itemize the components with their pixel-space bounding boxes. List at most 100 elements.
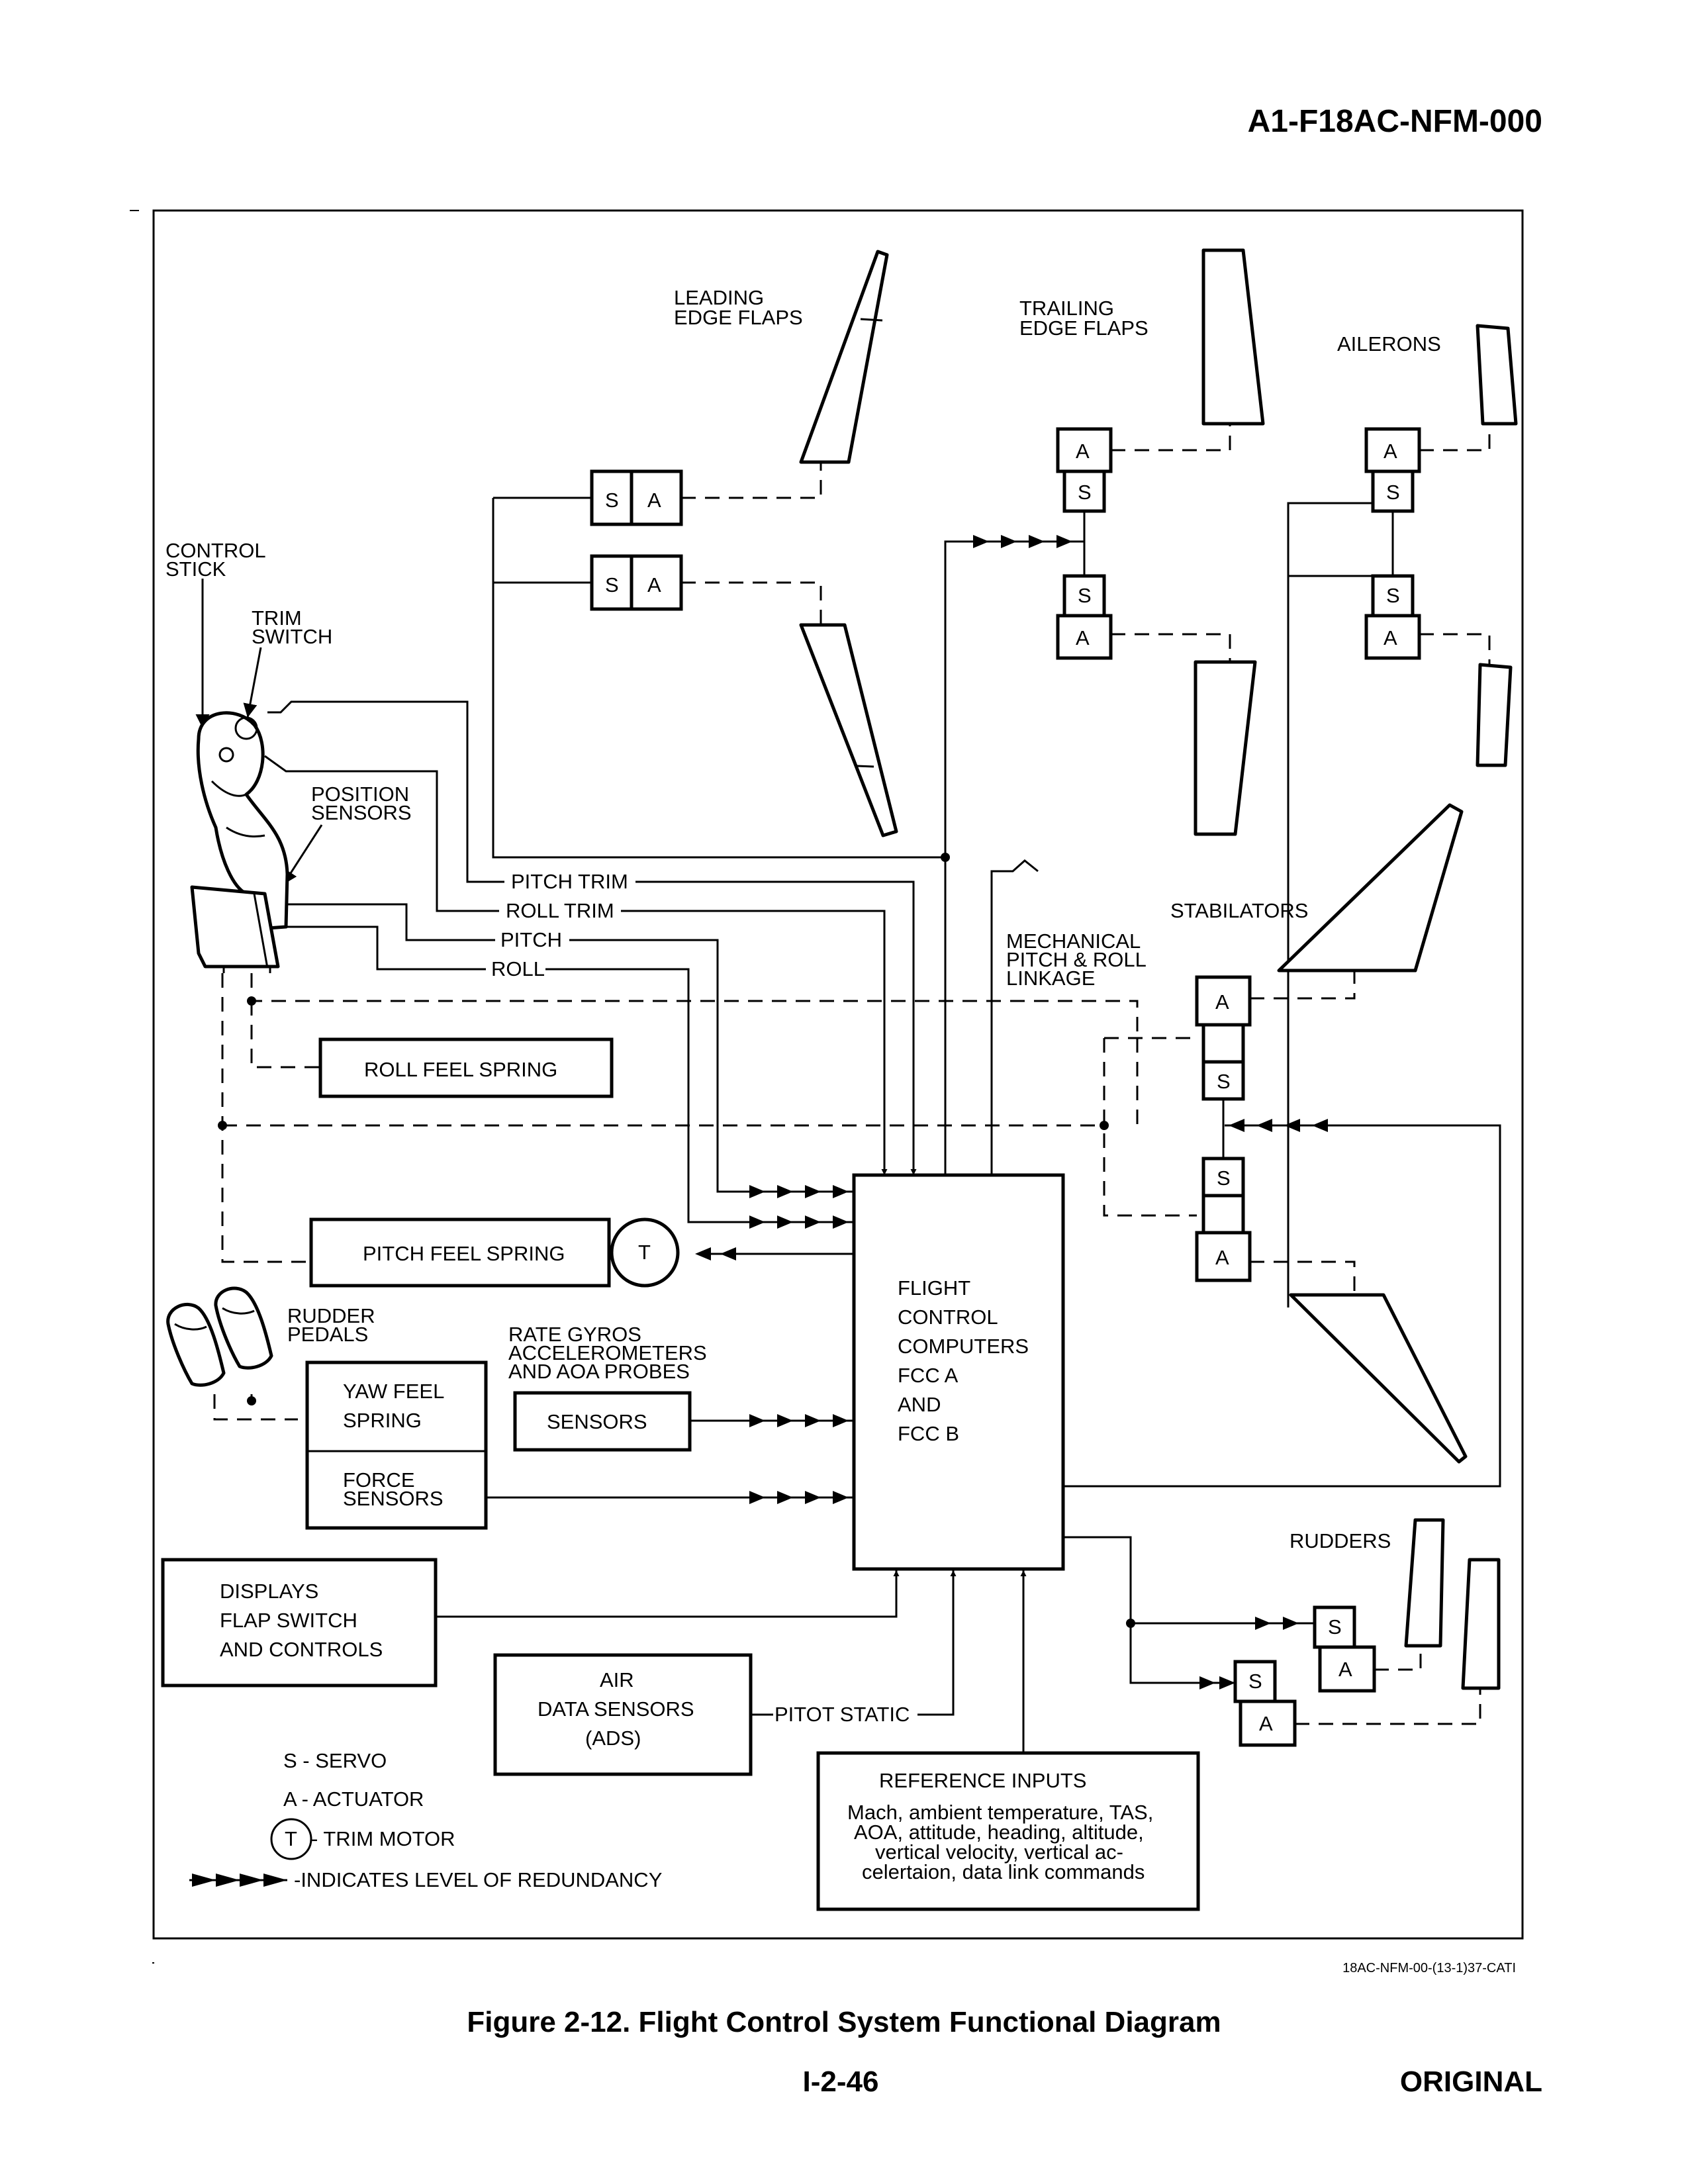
control-stick: CONTROL STICK TRIM SWITCH POSITION SENSO… <box>165 539 412 973</box>
svg-text:S: S <box>1328 1615 1342 1638</box>
revision-status: ORIGINAL <box>1399 2065 1542 2098</box>
air-data-sensors: AIR DATA SENSORS (ADS) <box>493 1653 753 1776</box>
flight-control-computers: FLIGHT CONTROL COMPUTERS FCC A AND FCC B <box>852 1173 1065 1571</box>
svg-text:SWITCH: SWITCH <box>252 625 332 648</box>
svg-text:REFERENCE INPUTS: REFERENCE INPUTS <box>879 1769 1086 1792</box>
svg-text:S: S <box>1386 481 1400 504</box>
svg-text:FLIGHT: FLIGHT <box>898 1276 970 1300</box>
svg-text:A: A <box>1215 1246 1229 1269</box>
svg-text:PEDALS: PEDALS <box>287 1323 368 1346</box>
rudder-pedals: RUDDER PEDALS <box>166 1286 375 1421</box>
yaw-feel-spring: YAW FEEL SPRING FORCE SENSORS <box>305 1360 488 1530</box>
reference-inputs: REFERENCE INPUTS Mach, ambient temperatu… <box>816 1751 1200 1911</box>
svg-text:YAW FEEL: YAW FEEL <box>343 1380 444 1403</box>
svg-text:DISPLAYS: DISPLAYS <box>220 1580 318 1603</box>
svg-text:SENSORS: SENSORS <box>311 801 412 824</box>
pitch-feel-spring: PITCH FEEL SPRING <box>309 1217 611 1288</box>
rate-gyro-sensors: RATE GYROS ACCELEROMETERS AND AOA PROBES… <box>508 1323 707 1452</box>
svg-text:FCC A: FCC A <box>898 1364 959 1387</box>
page-number: I-2-46 <box>802 2065 879 2098</box>
ailerons: AILERONS <box>1337 324 1518 767</box>
leading-edge-flaps: LEADING EDGE FLAPS <box>674 250 898 837</box>
stabilators: STABILATORS MECHANICAL PITCH & ROLL LINK… <box>1006 803 1468 1464</box>
control-stick-label: CONTROL <box>165 539 266 562</box>
svg-text:ROLL FEEL SPRING: ROLL FEEL SPRING <box>364 1058 557 1081</box>
roll-label: ROLL <box>491 957 545 980</box>
legend-servo: S - SERVO <box>283 1749 387 1772</box>
svg-text:AIR: AIR <box>600 1668 634 1691</box>
svg-text:A: A <box>1215 990 1229 1014</box>
svg-text:LINKAGE: LINKAGE <box>1006 967 1095 990</box>
roll-feel-spring: ROLL FEEL SPRING <box>318 1037 614 1098</box>
pitch-trim-label: PITCH TRIM <box>511 870 628 893</box>
svg-text:PITCH & ROLL: PITCH & ROLL <box>1006 948 1147 971</box>
lef-actuator-upper: S A <box>590 469 683 526</box>
svg-text:Mach, ambient temperature, TAS: Mach, ambient temperature, TAS, <box>847 1801 1153 1824</box>
svg-text:AND CONTROLS: AND CONTROLS <box>220 1638 383 1661</box>
svg-text:vertical velocity, vertical ac: vertical velocity, vertical ac- <box>875 1840 1123 1864</box>
rudder-pedals-label: RUDDER <box>287 1304 375 1327</box>
legend: S - SERVO A - ACTUATOR T - TRIM MOTOR -I… <box>189 1749 662 1891</box>
svg-text:A: A <box>1076 440 1090 463</box>
svg-text:SPRING: SPRING <box>343 1409 422 1432</box>
lef-actuator-lower: S A <box>590 554 683 611</box>
rate-gyros-label: RATE GYROS <box>508 1323 641 1346</box>
svg-text:S: S <box>1248 1670 1262 1693</box>
svg-text:T: T <box>638 1241 651 1264</box>
trailing-edge-flaps-label: TRAILING <box>1019 297 1114 320</box>
svg-text:A: A <box>1338 1658 1352 1681</box>
trim-switch-label: TRIM <box>252 606 302 630</box>
pitot-static-label: PITOT STATIC <box>774 1703 910 1726</box>
stabilators-label: STABILATORS <box>1170 899 1308 922</box>
svg-text:CONTROL: CONTROL <box>898 1306 998 1329</box>
svg-text:S: S <box>1078 584 1092 607</box>
force-sensors-label: FORCE <box>343 1468 415 1492</box>
position-sensors-label: POSITION <box>311 783 409 806</box>
svg-text:FCC B: FCC B <box>898 1422 959 1445</box>
svg-text:T: T <box>285 1827 297 1850</box>
legend-actuator: A - ACTUATOR <box>283 1787 424 1811</box>
stabilator-actuator-upper: A S <box>1195 975 1252 1101</box>
svg-text:A: A <box>1076 626 1090 649</box>
svg-text:(ADS): (ADS) <box>585 1727 641 1750</box>
tef-actuator-lower: S A <box>1056 574 1113 660</box>
svg-text:DATA SENSORS: DATA SENSORS <box>538 1697 694 1721</box>
roll-trim-label: ROLL TRIM <box>506 899 614 922</box>
mechanical-linkage-label: MECHANICAL <box>1006 929 1141 953</box>
displays-flap-switch: DISPLAYS FLAP SWITCH AND CONTROLS <box>161 1558 438 1687</box>
svg-text:EDGE FLAPS: EDGE FLAPS <box>1019 316 1149 340</box>
rudders-label: RUDDERS <box>1289 1529 1391 1552</box>
svg-text:A: A <box>647 489 661 512</box>
svg-text:A: A <box>647 573 661 596</box>
aileron-actuator-lower: S A <box>1364 574 1421 660</box>
rudder-actuator-upper: S A <box>1313 1605 1376 1693</box>
svg-text:A: A <box>1259 1712 1273 1735</box>
svg-text:SENSORS: SENSORS <box>343 1487 444 1510</box>
tef-actuator-upper: A S <box>1056 427 1113 513</box>
svg-text:EDGE FLAPS: EDGE FLAPS <box>674 306 803 329</box>
svg-text:AND AOA PROBES: AND AOA PROBES <box>508 1360 690 1383</box>
svg-text:FLAP SWITCH: FLAP SWITCH <box>220 1609 357 1632</box>
legend-redundancy: -INDICATES LEVEL OF REDUNDANCY <box>294 1868 662 1891</box>
leading-edge-flaps-label: LEADING <box>674 286 764 309</box>
svg-text:AOA, attitude, heading, altitu: AOA, attitude, heading, altitude, <box>854 1821 1144 1844</box>
figure-caption: Figure 2-12. Flight Control System Funct… <box>467 2006 1221 2038</box>
pitch-label: PITCH <box>500 928 562 951</box>
svg-text:A: A <box>1383 626 1397 649</box>
legend-trim-motor: - TRIM MOTOR <box>311 1827 455 1850</box>
svg-text:S: S <box>1078 481 1092 504</box>
figure-reference-code: 18AC-NFM-00-(13-1)37-CATI <box>1342 1961 1516 1975</box>
svg-text:S: S <box>605 573 619 596</box>
svg-text:COMPUTERS: COMPUTERS <box>898 1335 1029 1358</box>
svg-text:AND: AND <box>898 1393 941 1416</box>
document-id: A1-F18AC-NFM-000 <box>1247 104 1542 139</box>
svg-text:PITCH FEEL SPRING: PITCH FEEL SPRING <box>363 1242 565 1265</box>
svg-text:STICK: STICK <box>165 557 226 581</box>
trim-motor: T <box>610 1217 680 1288</box>
aileron-actuator-upper: A S <box>1364 427 1421 513</box>
diagram-frame <box>152 209 1524 1940</box>
trailing-edge-flaps: TRAILING EDGE FLAPS <box>1019 248 1265 836</box>
stabilator-actuator-lower: S A <box>1195 1157 1252 1282</box>
svg-text:ACCELEROMETERS: ACCELEROMETERS <box>508 1341 707 1364</box>
